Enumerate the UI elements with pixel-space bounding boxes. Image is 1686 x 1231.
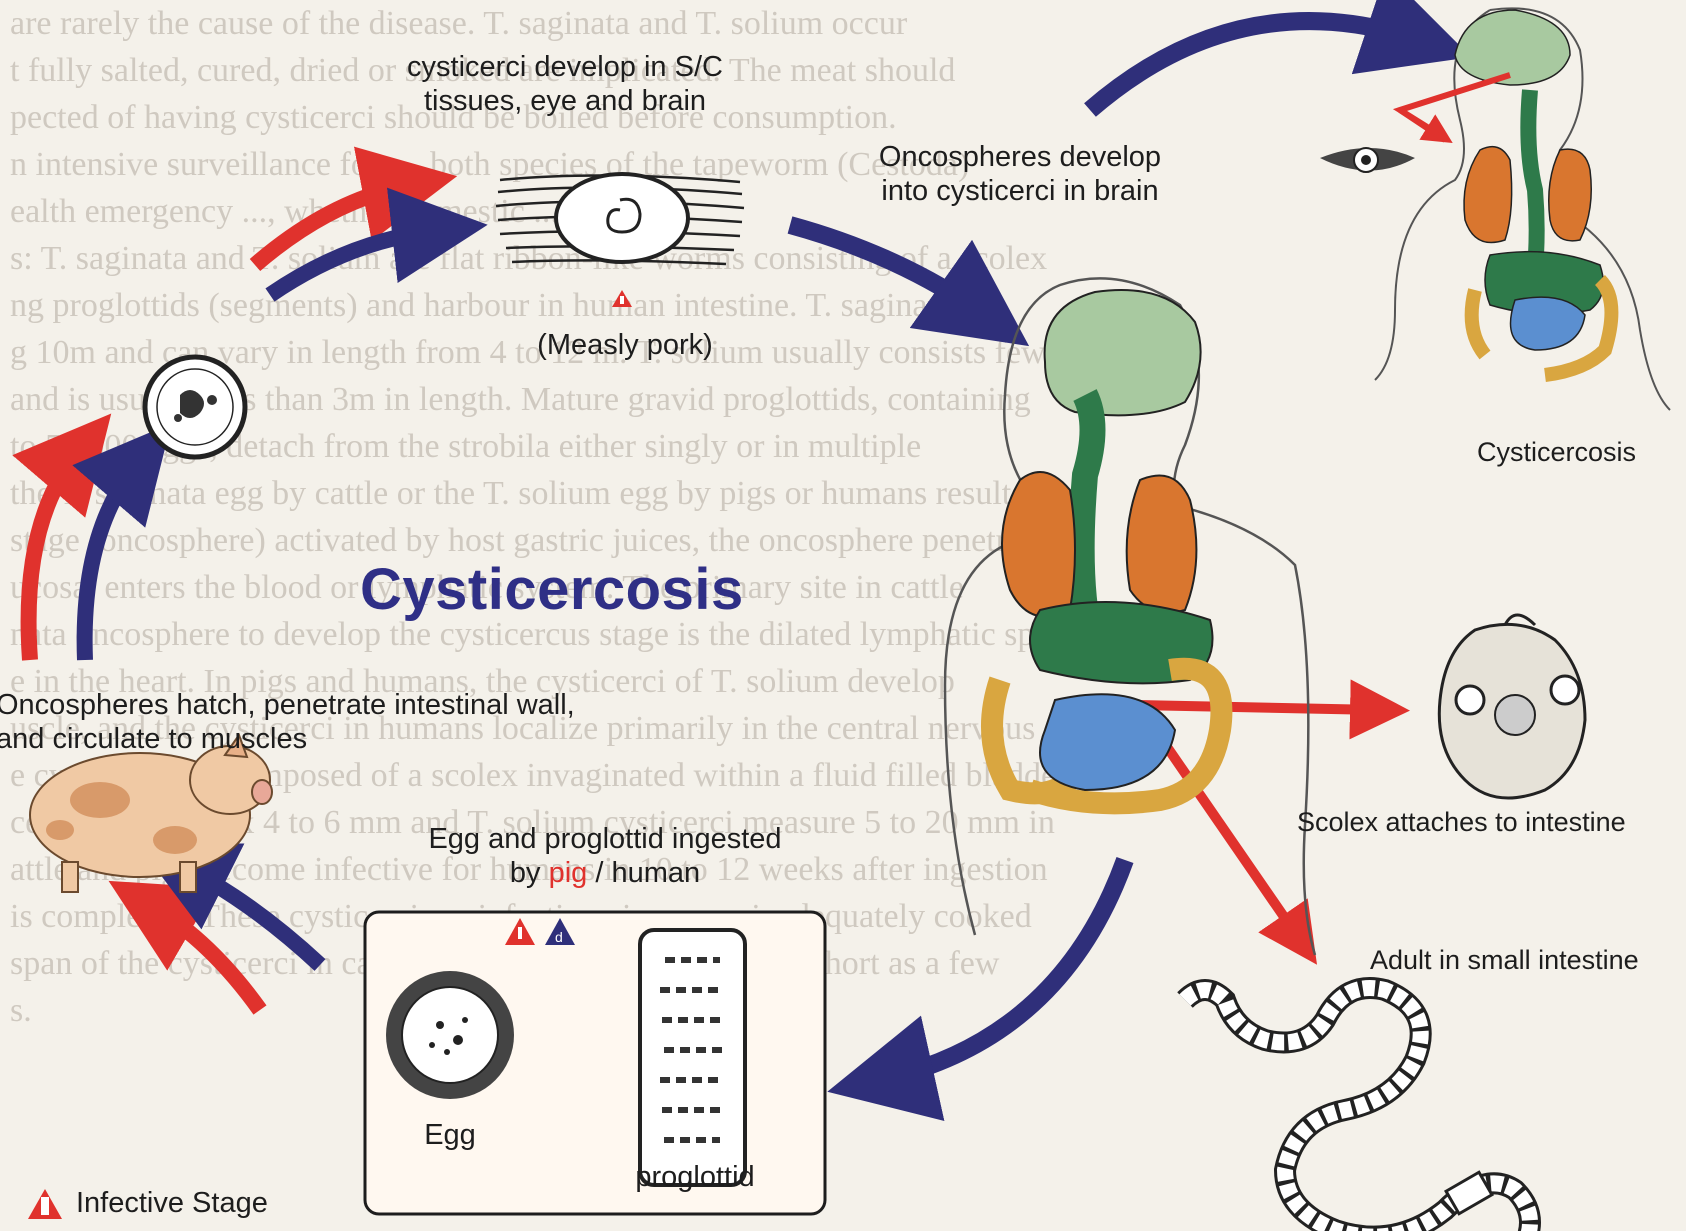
label-oncospheres-hatch-line2: and circulate to muscles <box>0 722 575 756</box>
arrow-blue-left-up <box>85 460 140 660</box>
label-oncospheres-brain-line2: into cysticerci in brain <box>820 174 1220 208</box>
label-pig: pig <box>549 857 588 889</box>
egg-illustration <box>386 971 514 1099</box>
diagram-title: Cysticercosis <box>360 556 744 623</box>
label-cysticercosis-small: Cysticercosis <box>1477 435 1636 469</box>
label-scolex-attaches: Scolex attaches to intestine <box>1297 805 1626 839</box>
proglottid-illustration <box>640 930 745 1185</box>
label-oncospheres-brain-line1: Oncospheres develop <box>820 140 1220 174</box>
label-cysticerci-develop: cysticerci develop in S/C tissues, eye a… <box>355 50 775 118</box>
label-human: / human <box>595 857 700 889</box>
arrow-red-left-up <box>29 450 80 660</box>
label-oncospheres-hatch: Oncospheres hatch, penetrate intestinal … <box>0 688 575 756</box>
adult-tapeworm-illustration <box>1185 988 1530 1231</box>
pig-illustration <box>30 735 272 892</box>
cyst-in-muscle-illustration <box>145 357 245 457</box>
legend-infective-stage: Infective Stage <box>76 1187 268 1220</box>
label-oncospheres-brain: Oncospheres develop into cysticerci in b… <box>820 140 1220 208</box>
svg-text:d: d <box>555 929 563 945</box>
label-oncospheres-hatch-line1: Oncospheres hatch, penetrate intestinal … <box>0 688 575 722</box>
human-body-illustration <box>945 278 1315 955</box>
infective-stage-icon <box>28 1189 62 1219</box>
eye-cyst-icon <box>1320 148 1415 172</box>
arrow-red-bottom-left <box>150 905 260 1010</box>
label-by: by <box>510 857 541 889</box>
arrow-blue-body-to-egg <box>880 860 1125 1080</box>
label-measly-pork: (Measly pork) <box>500 328 750 362</box>
label-egg-ingested: Egg and proglottid ingested by pig / hum… <box>370 822 840 890</box>
human-brain-infection-illustration <box>1375 8 1670 410</box>
infective-stage-marker-pork <box>612 290 632 307</box>
label-cysticerci-develop-line1: cysticerci develop in S/C <box>355 50 775 84</box>
label-proglottid: proglottid <box>610 1160 780 1194</box>
arrow-blue-pork-to-body <box>790 225 985 315</box>
arrow-red-to-scolex <box>1135 705 1380 710</box>
scolex-illustration <box>1439 615 1585 798</box>
arrow-blue-top-right <box>1090 21 1420 110</box>
label-cysticerci-develop-line2: tissues, eye and brain <box>355 84 775 118</box>
label-egg: Egg <box>410 1118 490 1152</box>
cysticercus-tissue-illustration <box>496 174 744 264</box>
label-adult-small-intestine: Adult in small intestine <box>1370 943 1639 977</box>
legend: Infective Stage <box>28 1187 268 1220</box>
label-egg-ingested-line2: by pig / human <box>370 856 840 890</box>
label-egg-ingested-line1: Egg and proglottid ingested <box>370 822 840 856</box>
